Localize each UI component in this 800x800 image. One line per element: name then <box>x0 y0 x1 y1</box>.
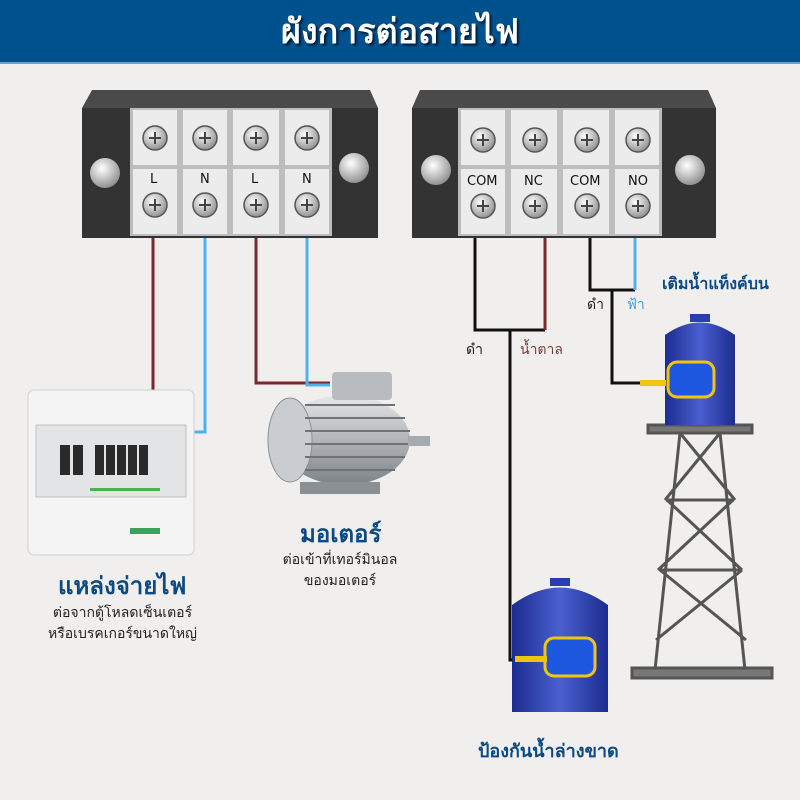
mount-screw-icon <box>421 155 451 185</box>
power-source-desc: หรือเบรคเกอร์ขนาดใหญ่ <box>48 626 197 642</box>
header-banner: ผังการต่อสายไฟ <box>0 0 800 64</box>
power-terminal-block <box>82 90 378 238</box>
wire-label-blue: ฟ้า <box>627 297 645 313</box>
terminal-label: NO <box>628 174 648 189</box>
upper-tank-icon <box>640 314 735 425</box>
wire-black-com1 <box>473 236 545 332</box>
tower-icon <box>630 423 774 680</box>
terminal-label: N <box>200 172 210 187</box>
lower-tank-label: ป้องกันน้ำล่างขาด <box>478 741 619 762</box>
breaker-box-image <box>27 389 195 556</box>
terminal-label: COM <box>570 174 601 189</box>
wire-label-black: ดำ <box>587 297 604 313</box>
mount-screw-icon <box>90 158 120 188</box>
mount-screw-icon <box>675 155 705 185</box>
page-title: ผังการต่อสายไฟ <box>281 12 519 52</box>
terminal-label: L <box>150 172 158 187</box>
terminal-label: NC <box>524 174 543 189</box>
wire-blue-power <box>192 236 207 434</box>
motor-desc: ต่อเข้าที่เทอร์มินอล <box>282 552 398 568</box>
mount-screw-icon <box>339 153 369 183</box>
terminal-label: COM <box>467 174 498 189</box>
lower-tank-icon <box>512 578 608 712</box>
wire-label-black: ดำ <box>466 342 483 358</box>
relay-terminal-block <box>412 90 716 238</box>
motor-desc: ของมอเตอร์ <box>303 573 377 589</box>
motor-title: มอเตอร์ <box>300 520 382 548</box>
motor-image <box>267 372 430 494</box>
float-switch-icon <box>543 636 597 678</box>
power-source-title: แหล่งจ่ายไฟ <box>58 572 187 600</box>
wire-blue-motor <box>305 236 330 387</box>
terminal-label: L <box>251 172 259 187</box>
wire-brown-motor <box>254 236 330 385</box>
terminal-label: N <box>302 172 312 187</box>
float-switch-icon <box>666 360 716 399</box>
wire-label-brown: น้ำตาล <box>520 342 563 358</box>
upper-tank-label: เติมน้ำแท็งค์บน <box>662 274 769 293</box>
wire-black-com2 <box>588 236 635 292</box>
power-source-desc: ต่อจากตู้โหลดเซ็นเตอร์ <box>52 605 193 621</box>
